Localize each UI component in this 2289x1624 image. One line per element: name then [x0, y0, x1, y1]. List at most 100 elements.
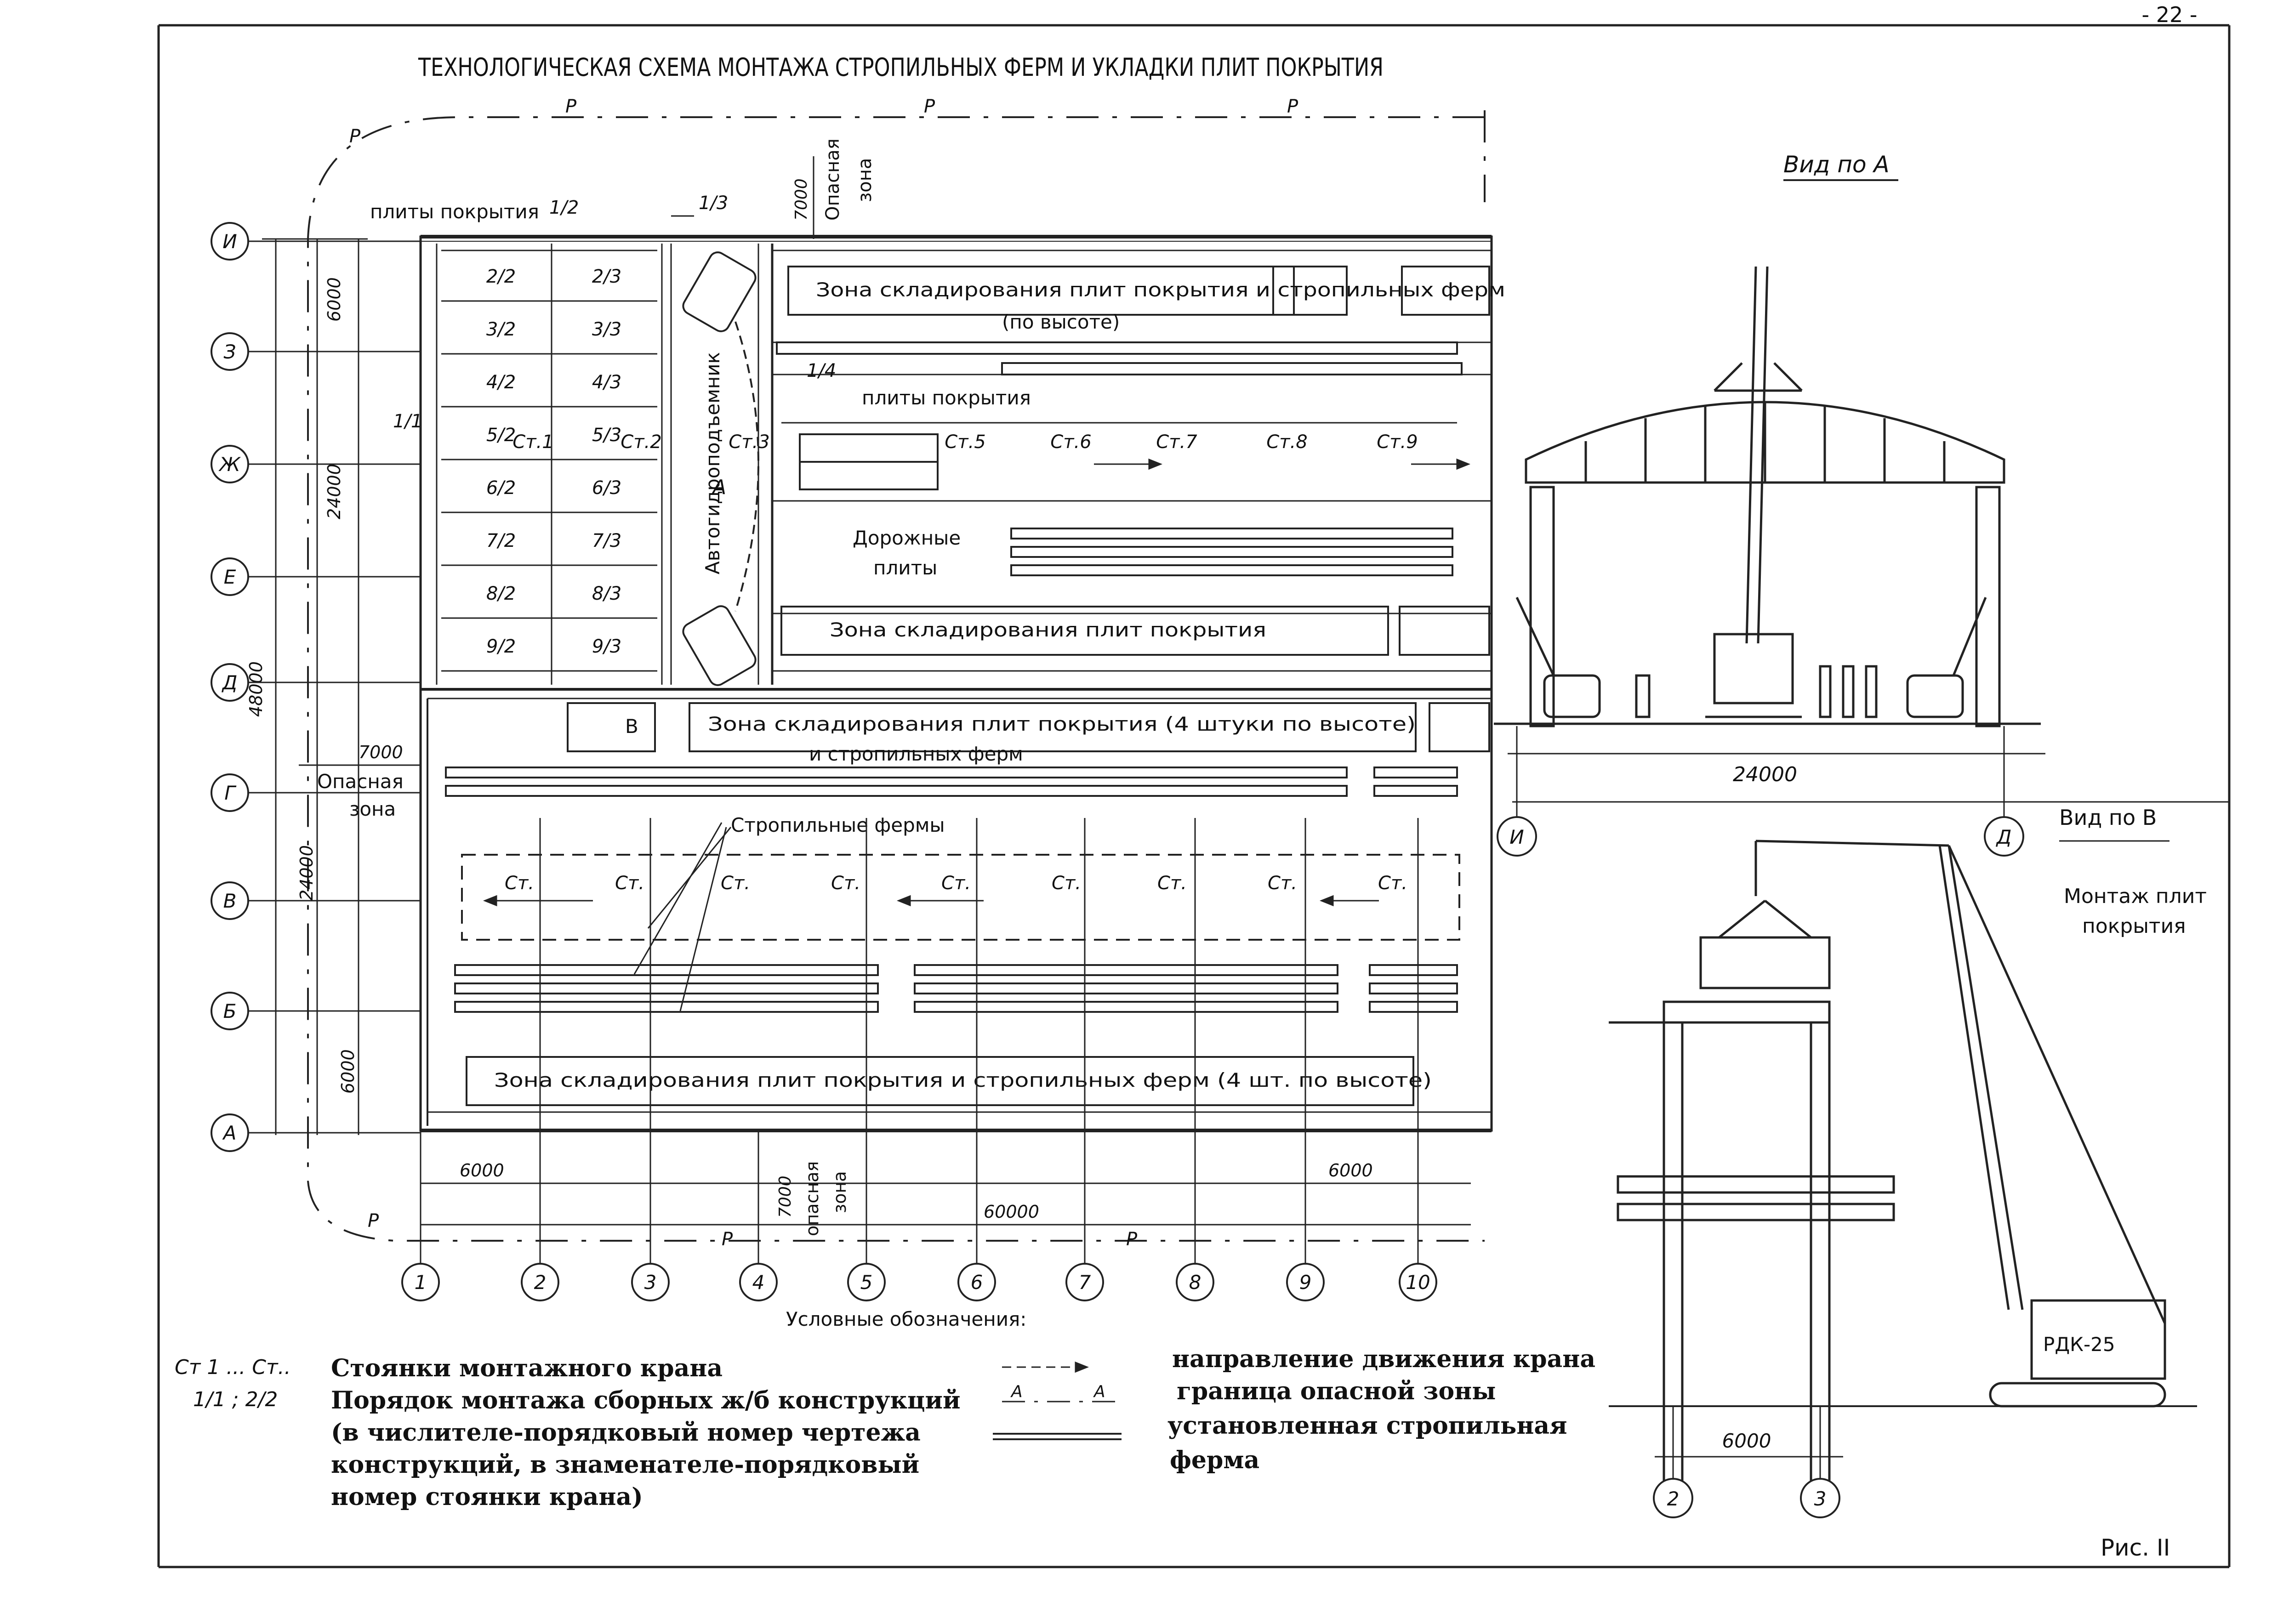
legend-stations: Стоянки монтажного крана [331, 1354, 723, 1382]
slab-order-label: 7/2 [486, 530, 516, 551]
slabs-mid-label: плиты покрытия [862, 386, 1031, 409]
view-mark-b: В [625, 715, 638, 738]
crane-station-label: Ст. [1378, 873, 1407, 894]
danger-zone-left-label-2: зона [349, 798, 396, 820]
road-slabs-label: Дорожные [853, 527, 961, 549]
slab-order-label: 4/3 [592, 372, 621, 393]
storage-zone-1-text: Зона складирования плит покрытия и строп… [816, 278, 1505, 301]
truss-elevation [1515, 266, 2005, 727]
axis-circle [1800, 1478, 1840, 1518]
slab-order-label: 2/2 [486, 266, 516, 287]
column-axis-label: 3 [644, 1271, 657, 1294]
order-fraction: 1/3 [699, 193, 728, 214]
storage-zone-3-text: Зона складирования плит покрытия (4 штук… [708, 713, 1416, 735]
dim-48000-left: 48000 [246, 661, 266, 717]
dim-7000-bottom: 7000 [776, 1175, 795, 1218]
boundary-mark: Р [349, 126, 361, 147]
storage-zone-4 [466, 1056, 1414, 1106]
boundary-marks: Р Р Р Р Р Р Р [349, 96, 1298, 1250]
view-b-dim: 6000 [1722, 1430, 1771, 1452]
crane-station-label: Ст.9 [1377, 432, 1418, 453]
view-b-caption-2: покрытия [2082, 914, 2186, 938]
crane-stations-lower: Ст. Ст. Ст. Ст. Ст. Ст. Ст. Ст. Ст. [505, 873, 1407, 894]
dim-7000-left: 7000 [359, 742, 403, 762]
danger-zone-bottom-label-2: зона [830, 1171, 850, 1213]
dim-7000-top: 7000 [792, 178, 811, 221]
view-b-title: Вид по В [2059, 805, 2157, 830]
crane-path-upper [781, 422, 1457, 502]
danger-zone-bottom-label: опасная [802, 1161, 822, 1236]
view-b-axis-left: 2 [1667, 1488, 1680, 1510]
slab-order-label: 4/2 [486, 372, 516, 393]
column-axis-label: 4 [752, 1271, 765, 1294]
storage-zone-1 [787, 266, 1490, 316]
legend-title: Условные обозначения: [786, 1308, 1026, 1330]
row-axis-label: Е [224, 566, 236, 588]
crane-station-label: Ст.1 [512, 432, 553, 453]
row-axis-label: Г [224, 782, 237, 804]
order-fraction: 1/4 [807, 360, 836, 381]
column-axis-label: 5 [860, 1271, 873, 1294]
column-axis-label: 10 [1406, 1271, 1430, 1294]
slab-order-col1: 2/2 3/2 4/2 5/2 6/2 7/2 8/2 9/2 [486, 266, 516, 657]
storage-zone-1-text-2: (по высоте) [1002, 311, 1120, 333]
row-axis-label: Д [222, 671, 238, 694]
row-axis-label: И [222, 230, 237, 253]
view-b-axis-right: 3 [1814, 1488, 1827, 1510]
crane-station-label: Ст.6 [1050, 432, 1091, 453]
dim-6000-left-bot: 6000 [338, 1049, 358, 1094]
row-axes: И З Ж Е Д Г В Б А [211, 222, 421, 1152]
slab-order-label: 8/3 [592, 583, 621, 604]
legend-order-2: (в числителе-порядковый номер чертежа [331, 1419, 921, 1447]
boundary-mark: Р [1126, 1229, 1138, 1250]
dim-24000-left-top: 24000 [324, 464, 344, 519]
axis-circle [1984, 816, 2024, 857]
boundary-mark: Р [924, 96, 935, 117]
legend-danger-symbol-mark: А [1093, 1382, 1105, 1401]
legend-order-4: номер стоянки крана) [331, 1483, 643, 1511]
legend-order-1: Порядок монтажа сборных ж/б конструкций [331, 1386, 961, 1414]
storage-zone-3-text-2: и стропильных ферм [809, 743, 1023, 765]
crane-path-lower [461, 854, 1460, 941]
site-plan: Р Р Р Р Р Р Р [211, 96, 1505, 1301]
crane-station-label: Ст. [831, 873, 860, 894]
drawing-title: ТЕХНОЛОГИЧЕСКАЯ СХЕМА МОНТАЖА СТРОПИЛЬНЫ… [418, 53, 1384, 82]
order-fraction: 1/2 [549, 197, 579, 218]
autolift-icon [682, 251, 759, 686]
truss-stack [1010, 528, 1453, 576]
crane-station-label: Ст. [615, 873, 644, 894]
legend-symbol-stations: Ст 1 ... Ст.. [175, 1356, 291, 1379]
legend-danger-symbol-mark: А [1010, 1382, 1023, 1401]
page-number: - 22 - [2142, 2, 2198, 27]
column-axis-label: 6 [971, 1271, 983, 1294]
legend-truss-symbol [993, 1433, 1122, 1440]
crane-rdk25-plan [799, 433, 939, 490]
dim-6000-bottom-right: 6000 [1328, 1160, 1373, 1181]
view-b: Вид по В Монтаж плит покрытия [1609, 805, 2207, 1518]
dim-24000-left-bot: 24000 [296, 845, 317, 901]
slab-lift-elevation [1609, 840, 2166, 1483]
crane-station-label: Ст. [505, 873, 534, 894]
roof-slab-grid [441, 250, 657, 672]
view-mark-a: А [711, 476, 726, 499]
axis-circle [1497, 816, 1537, 857]
slab-order-label: 6/2 [486, 477, 516, 499]
crane-station-label: Ст. [941, 873, 971, 894]
order-fraction: 1/1 [393, 411, 422, 432]
slab-order-label: 5/2 [486, 425, 516, 446]
crane-station-label: Ст. [721, 873, 750, 894]
truss-stack [776, 341, 1463, 375]
boundary-mark: Р [565, 96, 577, 117]
slab-order-label: 3/2 [486, 319, 516, 340]
view-b-crane-label: РДК-25 [2043, 1333, 2115, 1356]
legend-crane-direction: направление движения крана [1172, 1345, 1595, 1373]
slab-order-label: 6/3 [592, 477, 621, 499]
crane-station-label: Ст. [1157, 873, 1187, 894]
crane-station-label: Ст.3 [729, 432, 769, 453]
column-axis-label: 7 [1079, 1271, 1091, 1294]
legend-truss-2: ферма [1170, 1446, 1259, 1474]
legend-symbol-order: 1/1 ; 2/2 [193, 1388, 278, 1411]
slab-order-label: 5/3 [592, 425, 621, 446]
crane-stations-upper: Ст.1 Ст.2 Ст.3 Ст.5 Ст.6 Ст.7 Ст.8 Ст.9 [512, 432, 1418, 453]
sheet-frame [157, 24, 2231, 1568]
